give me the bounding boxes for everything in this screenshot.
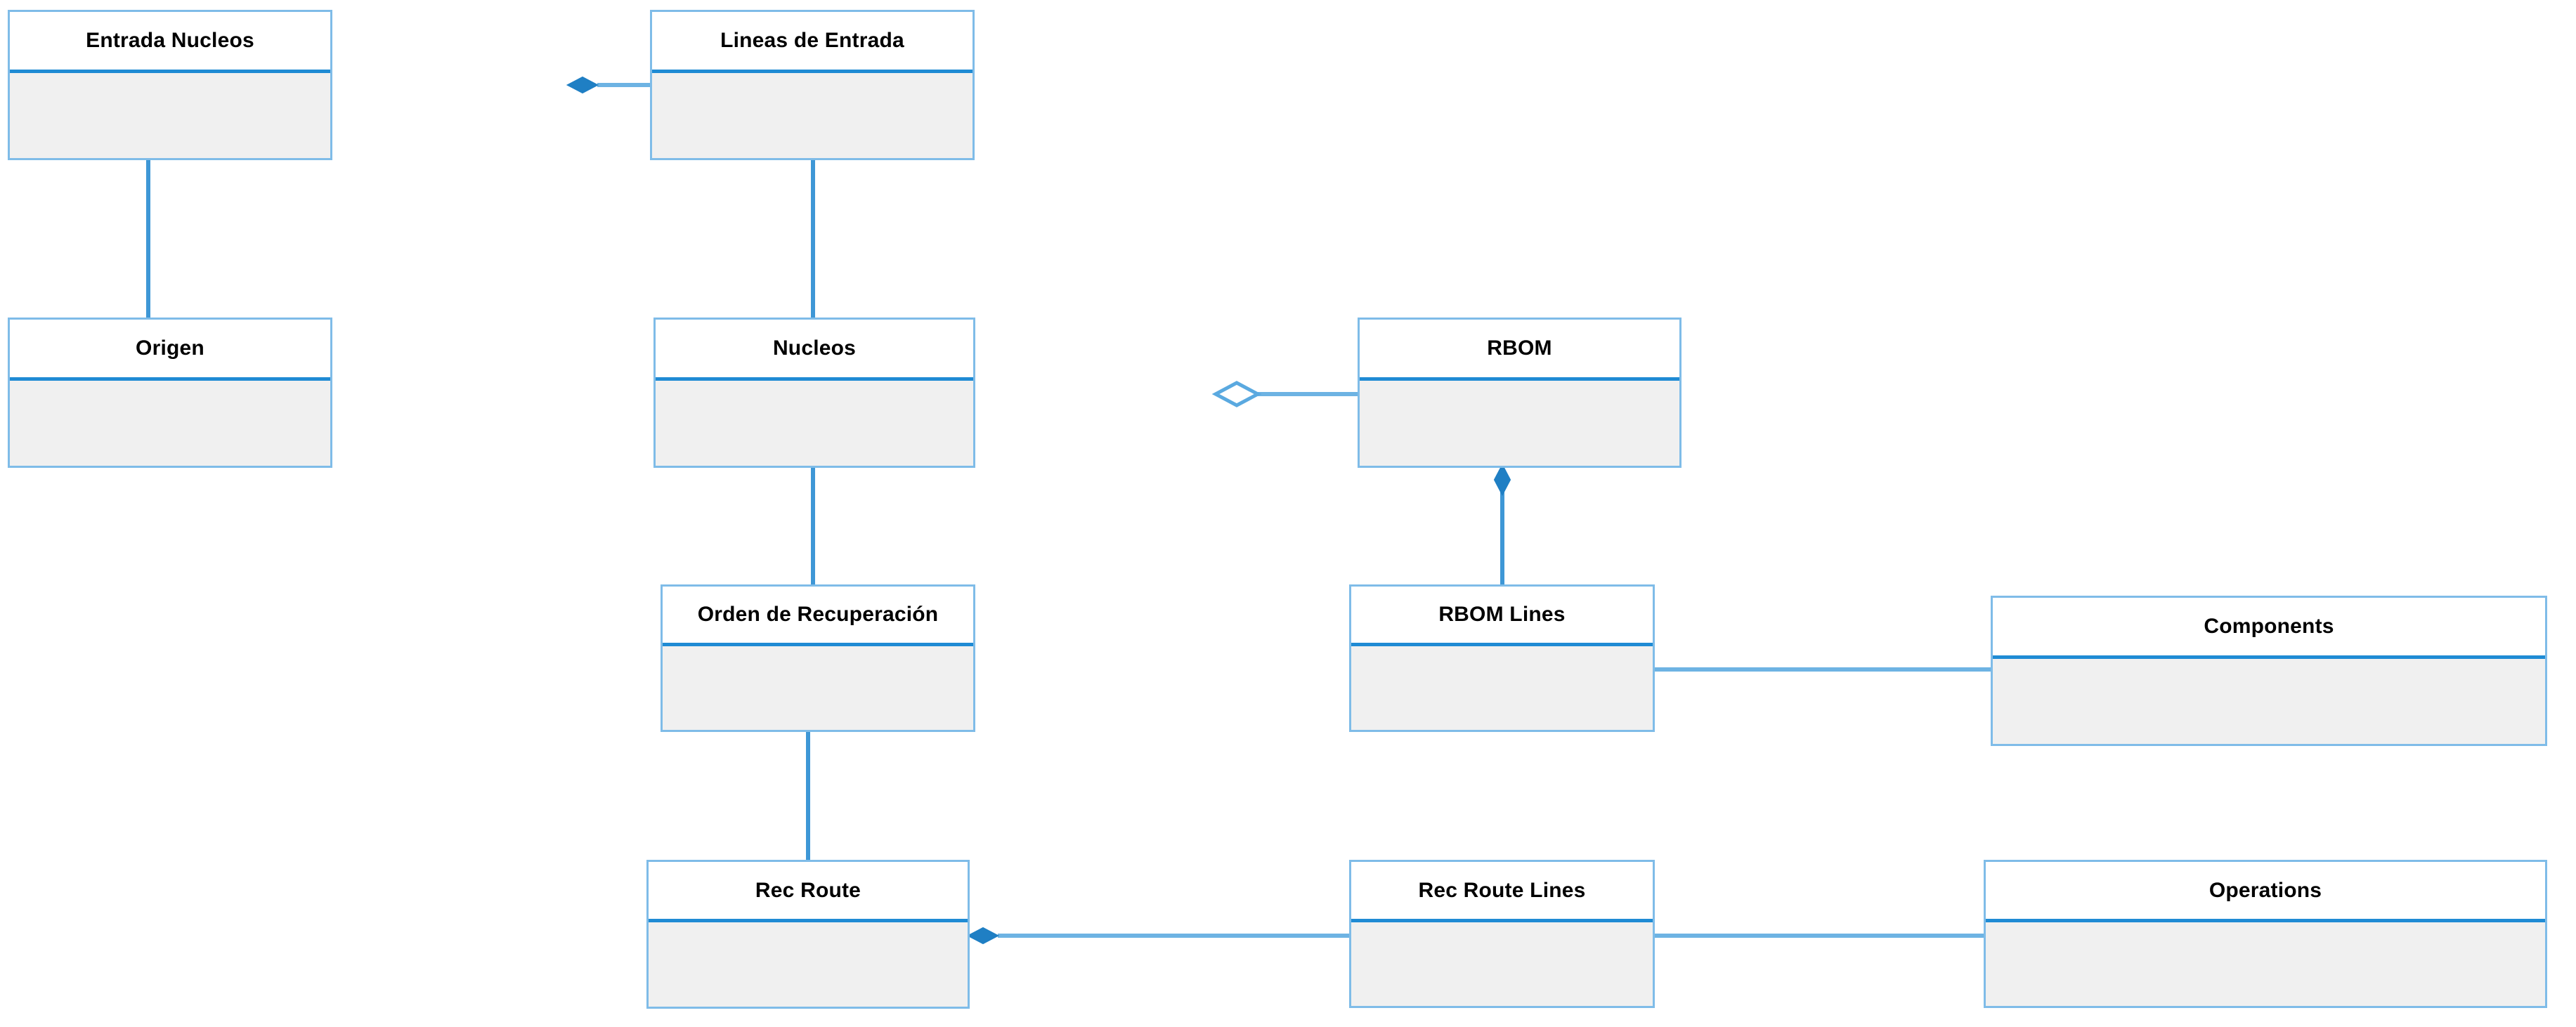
aggregation-hollow-diamond-icon [1211,381,1262,407]
class-attributes-rbom [1360,381,1679,466]
uml-class-rbom-lines[interactable]: RBOM Lines [1349,584,1655,732]
composition-filled-diamond-icon [566,76,599,94]
uml-class-operations[interactable]: Operations [1984,860,2547,1008]
class-attributes-origen [10,381,330,466]
uml-class-orden-de-recuperacion[interactable]: Orden de Recuperación [661,584,975,732]
uml-class-lineas-de-entrada[interactable]: Lineas de Entrada [650,10,975,160]
edge-rbom-lines-to-rbom [1493,463,1511,584]
uml-class-entrada-nucleos[interactable]: Entrada Nucleos [8,10,332,160]
class-attributes-lineas-de-entrada [652,73,972,158]
edge-rbom-to-nucleos [1211,381,1358,407]
uml-class-rbom[interactable]: RBOM [1358,318,1681,468]
class-name-rec-route-lines: Rec Route Lines [1351,862,1653,922]
class-name-rec-route: Rec Route [649,862,968,922]
composition-filled-diamond-icon [1493,463,1511,497]
composition-filled-diamond-icon [966,927,1000,945]
class-attributes-orden-de-recuperacion [663,646,973,730]
class-name-components: Components [1993,598,2545,659]
uml-class-rec-route[interactable]: Rec Route [646,860,970,1009]
class-attributes-rec-route-lines [1351,922,1653,1006]
edge-rec-route-lines-to-rec-route [966,927,1349,945]
edge-lineas-entrada-to-entrada-nucleos [566,76,650,94]
class-name-nucleos: Nucleos [656,320,973,381]
class-name-rbom: RBOM [1360,320,1679,381]
class-attributes-nucleos [656,381,973,466]
class-attributes-entrada-nucleos [10,73,330,158]
uml-class-origen[interactable]: Origen [8,318,332,468]
class-name-origen: Origen [10,320,330,381]
uml-class-components[interactable]: Components [1991,596,2547,746]
class-name-lineas-de-entrada: Lineas de Entrada [652,12,972,73]
class-name-orden-de-recuperacion: Orden de Recuperación [663,587,973,646]
class-attributes-operations [1986,922,2545,1006]
class-name-operations: Operations [1986,862,2545,922]
class-name-rbom-lines: RBOM Lines [1351,587,1653,646]
class-attributes-rec-route [649,922,968,1007]
uml-class-rec-route-lines[interactable]: Rec Route Lines [1349,860,1655,1008]
class-attributes-rbom-lines [1351,646,1653,730]
uml-class-nucleos[interactable]: Nucleos [653,318,975,468]
class-name-entrada-nucleos: Entrada Nucleos [10,12,330,73]
class-attributes-components [1993,659,2545,744]
